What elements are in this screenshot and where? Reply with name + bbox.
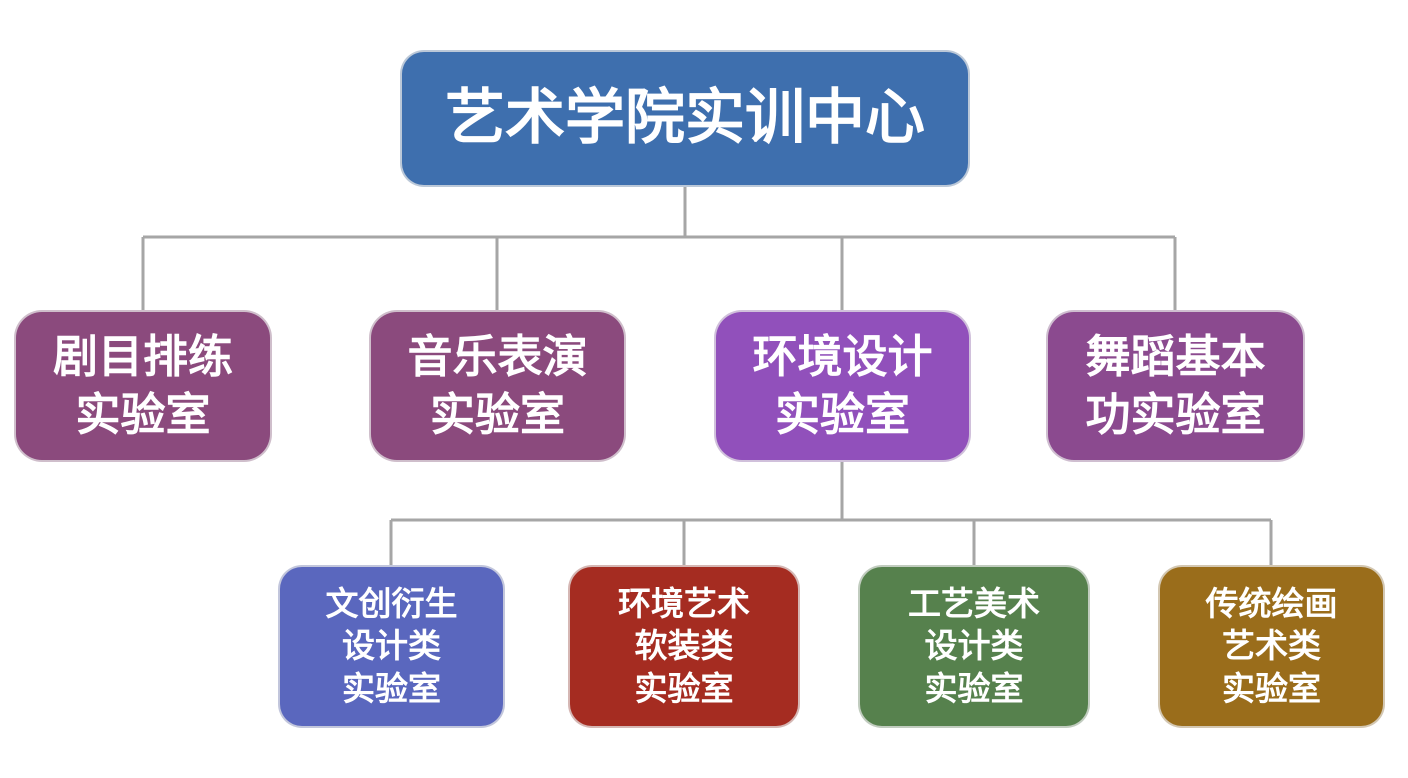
node-art-college-training-center: 艺术学院实训中心 — [400, 50, 970, 187]
connector-group — [141, 185, 1273, 565]
node-label: 环境艺术 软装类 实验室 — [618, 585, 750, 707]
node-label: 文创衍生 设计类 实验室 — [325, 585, 458, 707]
node-music-performance-lab: 音乐表演 实验室 — [369, 310, 626, 462]
node-label: 环境设计 实验室 — [752, 331, 933, 440]
node-drama-rehearsal-lab: 剧目排练 实验室 — [14, 310, 272, 462]
node-environment-design-lab: 环境设计 实验室 — [714, 310, 971, 462]
node-label: 舞蹈基本 功实验室 — [1085, 331, 1266, 440]
node-label: 传统绘画 艺术类 实验室 — [1205, 585, 1338, 707]
node-label: 剧目排练 实验室 — [52, 331, 233, 440]
node-arts-crafts-design-lab: 工艺美术 设计类 实验室 — [858, 565, 1090, 728]
node-dance-basics-lab: 舞蹈基本 功实验室 — [1046, 310, 1305, 462]
node-label: 艺术学院实训中心 — [445, 84, 925, 152]
node-cultural-creative-design-lab: 文创衍生 设计类 实验室 — [278, 565, 505, 728]
node-traditional-painting-art-lab: 传统绘画 艺术类 实验室 — [1158, 565, 1385, 728]
node-environmental-art-soft-decor-lab: 环境艺术 软装类 实验室 — [568, 565, 800, 728]
node-label: 音乐表演 实验室 — [407, 331, 588, 440]
node-label: 工艺美术 设计类 实验室 — [908, 585, 1040, 707]
